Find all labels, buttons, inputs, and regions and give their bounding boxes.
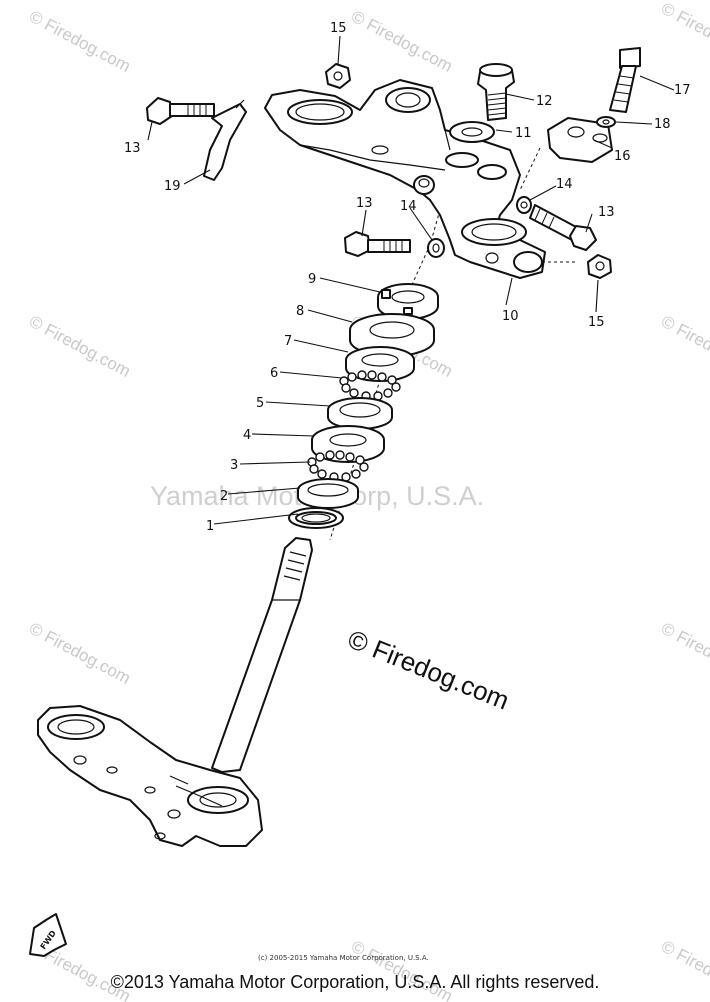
cable-guide-19 [203, 99, 247, 181]
small-copyright: (c) 2005-2015 Yamaha Motor Corporation, … [258, 954, 429, 962]
leader-lines [147, 35, 675, 525]
nut-15-right [587, 254, 612, 279]
ring-nut-9 [377, 283, 439, 320]
footer-copyright: ©2013 Yamaha Motor Corporation, U.S.A. A… [110, 972, 600, 992]
watermark-top-left: © Firedog.com [26, 7, 134, 76]
callout-18: 18 [654, 117, 671, 132]
bearing-race-4 [311, 425, 385, 463]
callout-14-middle: 14 [400, 199, 417, 214]
ball-set-3 [307, 450, 369, 482]
watermark-low-left: © Firedog.com [26, 619, 134, 688]
callout-15-top: 15 [330, 21, 347, 36]
callout-19: 19 [164, 179, 181, 194]
ball-set-6 [339, 370, 401, 401]
collar-14-right [516, 196, 532, 214]
steering-stem-lower-bracket [37, 537, 313, 847]
callout-17: 17 [674, 83, 691, 98]
callout-8: 8 [296, 304, 304, 319]
watermark-mid-left: © Firedog.com [26, 312, 134, 381]
assembly-guide-lines [519, 147, 575, 263]
handlebar-holder-16 [547, 117, 613, 163]
callout-13-right: 13 [598, 205, 615, 220]
callout-5: 5 [256, 396, 264, 411]
upper-bracket [264, 79, 546, 279]
watermark-mid-right: © Firedog.com [658, 312, 710, 381]
callout-1: 1 [206, 519, 214, 534]
callout-labels: 1 2 3 4 5 6 7 8 9 10 11 12 13 13 13 14 1… [124, 21, 691, 534]
washer-18 [596, 116, 616, 128]
callout-2: 2 [220, 489, 228, 504]
seal-1 [288, 507, 344, 529]
firedog-watermark: © Firedog.com [344, 624, 514, 716]
callout-16: 16 [614, 149, 631, 164]
callout-12: 12 [536, 94, 553, 109]
bolt-13-right [529, 204, 597, 251]
callout-6: 6 [270, 366, 278, 381]
washer-11 [449, 121, 495, 143]
callout-13-middle: 13 [356, 196, 373, 211]
bearing-race-5 [327, 397, 393, 430]
callout-11: 11 [515, 126, 532, 141]
callout-4: 4 [243, 428, 251, 443]
watermark-top-right: © Firedog.com [658, 0, 710, 68]
holder-bolt-17 [609, 47, 641, 113]
callout-3: 3 [230, 458, 238, 473]
callout-14-right: 14 [556, 177, 573, 192]
watermark-top-center: © Firedog.com [348, 7, 456, 76]
callout-15-right: 15 [588, 315, 605, 330]
callout-9: 9 [308, 272, 316, 287]
collar-14-middle [427, 238, 445, 258]
stem-bolt-12 [477, 63, 515, 121]
bearing-race-2 [297, 478, 359, 509]
nut-15-top [325, 63, 351, 89]
bolt-13-middle [344, 231, 411, 257]
callout-7: 7 [284, 334, 292, 349]
bolt-13-left [146, 97, 215, 125]
collar-14-top [413, 175, 435, 195]
fwd-arrow-badge: FWD [29, 913, 67, 957]
callout-13-left: 13 [124, 141, 141, 156]
cover-8 [349, 313, 435, 357]
callout-10: 10 [502, 309, 519, 324]
watermark-low-right: © Firedog.com [658, 619, 710, 688]
